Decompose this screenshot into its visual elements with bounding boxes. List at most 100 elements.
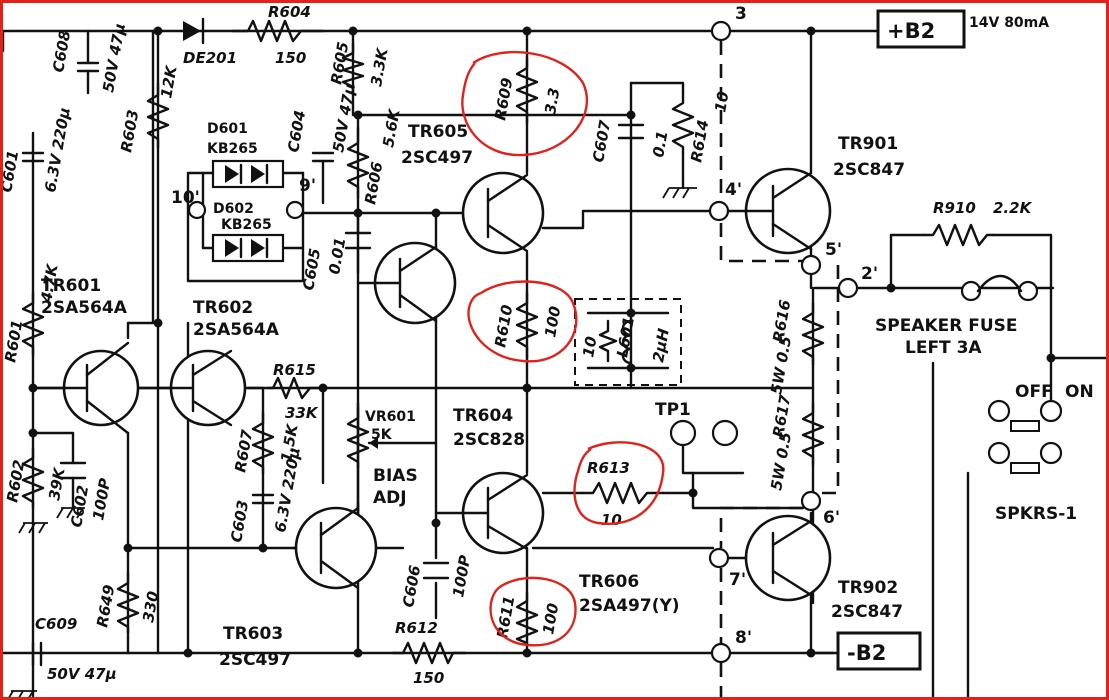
resistor-r603: [146, 81, 170, 150]
ground-icon: [56, 507, 85, 519]
r614-ref: R614: [687, 118, 712, 163]
svg-text:0.01: 0.01: [325, 236, 349, 276]
vr601-label-1: BIAS: [373, 466, 418, 486]
capacitor-c604: C604 50V 47μ: [284, 82, 359, 205]
tr601-type: 2SA564A: [41, 298, 128, 318]
r612-ref: R612: [395, 619, 438, 637]
annotation-circle-r610: [467, 280, 578, 363]
tr604-ref: TR604: [453, 406, 513, 426]
capacitor-c601: C601 6.3V 220μ: [3, 106, 74, 194]
r604-ref: R604: [268, 3, 311, 21]
terminal-5-label: 5': [825, 240, 842, 260]
tr602-type: 2SA564A: [193, 320, 280, 340]
svg-text:50V 47μ: 50V 47μ: [47, 665, 117, 683]
transistor-tr602: TR602 2SA564A: [161, 298, 280, 427]
tr606-type: 2SA497(Y): [579, 596, 680, 616]
wires: [3, 29, 1106, 697]
transistor-tr601: TR601 2SA564A: [41, 276, 140, 435]
resistor-r606: [346, 126, 370, 200]
r607-ref: R607: [231, 428, 256, 474]
terminal-2: [837, 277, 859, 299]
terminal-tp1-a: [669, 419, 697, 447]
supply-positive: +B2 14V 80mA: [876, 9, 1049, 49]
vr601-bias-adjust: VR601 5K BIAS ADJ: [346, 406, 418, 508]
ground-icon: [662, 176, 697, 199]
speaker-switch: OFF ON SPKRS-1: [987, 382, 1094, 524]
annotation-circle-r609: [461, 50, 589, 157]
switch-ref: SPKRS-1: [995, 504, 1077, 524]
svg-text:KB265: KB265: [221, 217, 272, 233]
svg-text:C608: C608: [49, 29, 74, 74]
svg-text:DE201: DE201: [183, 49, 237, 67]
resistor-r602: [21, 446, 45, 510]
fuse-label-1: SPEAKER FUSE: [875, 316, 1018, 336]
tr901-ref: TR901: [838, 134, 898, 154]
transistor-tr604: TR604 2SC828: [434, 406, 545, 555]
tr606-ref: TR606: [579, 572, 639, 592]
tr605-type: 2SC497: [401, 148, 473, 168]
resistor-r607: [251, 411, 275, 475]
supply-negative: -B2: [811, 631, 922, 671]
terminal-10: [187, 200, 207, 220]
resistor-r616: [801, 301, 825, 367]
svg-text:0.1: 0.1: [649, 129, 671, 158]
r613-value: 10: [601, 511, 622, 529]
capacitor-c602: C602 100P: [59, 461, 114, 529]
fuse-label-2: LEFT 3A: [905, 338, 982, 358]
r615-ref: R615: [273, 361, 316, 379]
r609-value: 3.3: [541, 86, 563, 115]
tr601-ref: TR601: [41, 276, 101, 296]
svg-text:100P: 100P: [89, 477, 114, 522]
svg-text:C602: C602: [67, 484, 92, 529]
svg-text:6.3V 220μ: 6.3V 220μ: [271, 446, 304, 534]
resistor-r617: [801, 401, 825, 467]
tr901-type: 2SC847: [833, 160, 905, 180]
terminal-4-label: 4': [725, 180, 742, 200]
svg-text:D601: D601: [207, 121, 248, 137]
resistor-r605: [341, 41, 365, 95]
transistor-tr606: TR606 2SA497(Y): [356, 241, 680, 616]
resistor-r604: [231, 19, 325, 43]
terminal-4: [708, 200, 730, 222]
resistor-r615: [266, 376, 323, 400]
svg-text:D602: D602: [213, 201, 254, 217]
tr602-ref: TR602: [193, 298, 253, 318]
resistor-r611: [515, 591, 539, 645]
r606-value: 5.6K: [379, 107, 404, 149]
vr601-label-2: ADJ: [373, 488, 407, 508]
supply-pos-rating: 14V 80mA: [969, 15, 1049, 31]
terminal-7-label: 7': [729, 570, 746, 590]
transistor-tr902: TR902 2SC847: [744, 514, 903, 622]
terminal-9: [285, 200, 305, 220]
capacitor-c608: C608 50V 47μ: [49, 22, 129, 95]
diodes: DE201 D601 KB265 D602 KB265: [183, 17, 285, 263]
svg-text:50V 47μ: 50V 47μ: [99, 22, 129, 94]
switch-on-label: ON: [1065, 382, 1094, 402]
ground-symbols: [8, 176, 697, 697]
svg-text:C601: C601: [3, 149, 22, 194]
svg-text:2μH: 2μH: [649, 327, 673, 364]
supply-neg-label: -B2: [847, 641, 886, 665]
transistor-tr901: TR901 2SC847: [726, 134, 905, 255]
switch-off-label: OFF: [1015, 382, 1053, 402]
tr902-ref: TR902: [838, 578, 898, 598]
svg-text:10: 10: [579, 335, 600, 359]
r601-ref: R601: [3, 318, 26, 363]
r910-value: 2.2K: [993, 199, 1033, 217]
dashed-interconnect: [719, 41, 840, 697]
r606-ref: R606: [361, 160, 386, 205]
transistor-tr603: TR603 2SC497: [219, 506, 378, 670]
svg-text:C609: C609: [35, 615, 77, 633]
r910-ref: R910: [933, 199, 976, 217]
svg-text:C607: C607: [589, 118, 614, 163]
annotation-circle-r611: [489, 576, 577, 647]
r617-value: 5W 0.5: [767, 431, 795, 492]
r602-value: 39K: [45, 465, 69, 501]
terminal-8-label: 8': [735, 628, 752, 648]
diode-d601: D601 KB265: [207, 121, 285, 189]
tr605-ref: TR605: [408, 122, 468, 142]
r605-value: 3.3K: [367, 46, 392, 88]
red-annotations: [461, 50, 665, 647]
resistor-r649: [116, 571, 140, 635]
